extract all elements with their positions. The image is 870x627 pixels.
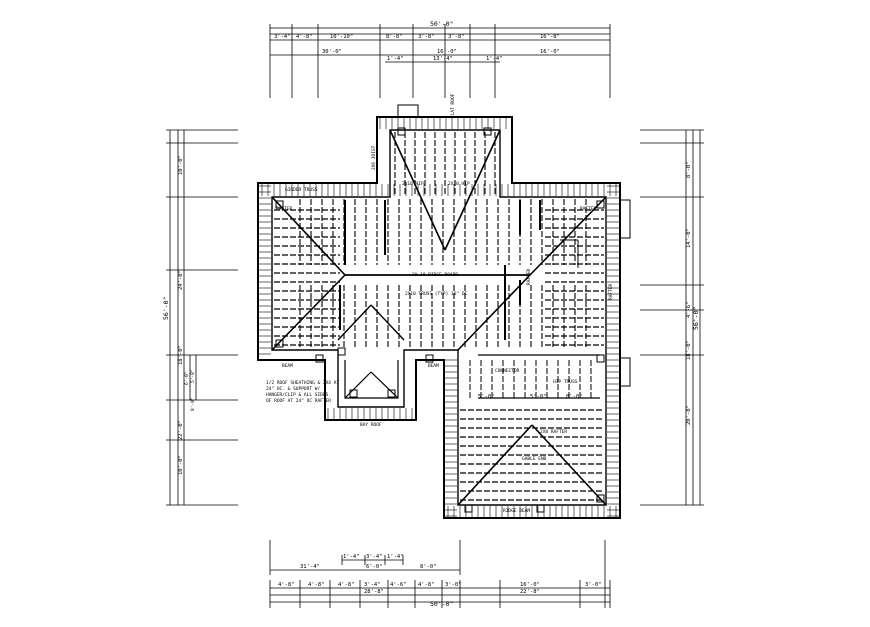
plan-labels: 2X 10 RIDGE BOARD 2X10 TRUSS (TYP) 16" O… [266,93,614,514]
note-c: CONNECTOR [495,368,520,374]
right-segment-dim: 4'-6" [686,301,692,318]
bottom-third-row-dim: 4'-6" [390,582,407,588]
bottom-top-row-dim: 1'-4" [343,554,360,560]
left-segment-dim: 10'-0" [178,155,184,175]
bottom-third-row-dim: 16'-0" [520,582,540,588]
bottom-third-row-dim: 4'-8" [278,582,295,588]
post-marker [596,200,605,209]
top-row1-dim: 10'-10" [330,34,353,40]
top-dimensions: 50'-0" 3'-4" 4'-8" 10'-10" 8'-8" 3'-8" 3'-8" 1… [269,20,611,98]
post-marker [337,347,346,356]
bearing-label-1: BEAM [282,363,293,369]
ridge-beam-label: RIDGE BEAM [503,508,530,514]
roof-outline [257,104,631,519]
porch-joist-label: 2X6 JOIST [371,145,377,170]
top-row3-dim: 13'-4" [433,56,453,62]
post-marker [387,389,396,398]
post-marker [596,354,605,363]
dim-5-0-a: 5'-0" [478,394,495,400]
bottom-third-row-dim: 4'-8" [418,582,435,588]
left-small-dim: 5'-8" [190,369,196,383]
left-segment-dim: 22'-0" [178,420,184,440]
bottom-dimensions: 1'-4" 3'-4" 1'-4" 31'-4" 6'-0" 8'-0" 4'-8" 4'… [269,540,611,608]
corner-label-2: RAFTER [580,206,597,212]
girder-label: GIRDER TRUSS [285,187,318,193]
left-small-dim: 6'-0" [184,371,190,385]
bottom-third-row-dim: 4'-8" [308,582,325,588]
post-marker [464,504,473,513]
bottom-fourth-row-dim: 28'-8" [364,589,384,595]
callout-line-1: 1/2 ROOF SHEATHING & 2X4 AT [266,380,339,386]
hip-label: 2X10 HIP [402,181,424,187]
bottom-second-row-dim: 31'-4" [300,564,320,570]
right-segment-dim: 18'-0" [686,340,692,360]
gable-label: GABLE END [522,456,547,462]
right-segment-dim: 20'-8" [686,405,692,425]
top-row1-dim: 3'-8" [448,34,465,40]
left-overall-dim: 56'-0" [162,297,170,320]
top-row1-dim: 4'-8" [296,34,313,40]
top-overall-dim: 50'-0" [430,20,453,28]
right-segment-dim: 14'-0" [686,228,692,248]
ridge-label: 2X 10 RIDGE BOARD [412,272,458,278]
post-marker [483,127,492,136]
top-row1-dim: 8'-8" [386,34,403,40]
bottom-top-row-dim: 3'-4" [366,554,383,560]
bay-label: BAY ROOF [360,422,382,428]
post-marker [275,200,284,209]
bottom-second-row-dim: 8'-0" [420,564,437,570]
bottom-third-row-dim: 3'-4" [364,582,381,588]
corner-label-4: RAFTER [526,268,532,285]
rafter-lines [259,118,619,517]
porch-roof-label: FLAT ROOF [450,93,456,118]
post-marker [315,354,324,363]
hip-label-2: 2X10 HIP [448,181,470,187]
top-row1-dim: 16'-8" [540,34,560,40]
bearing-label-2: BEAM [428,363,439,369]
bottom-top-row-dim: 1'-4" [387,554,404,560]
bottom-fourth-row-dim: 22'-8" [520,589,540,595]
left-segment-dim: 24'-0" [178,270,184,290]
callout-line-4: OF ROOF AT 24" OC RAFTER [266,398,331,404]
top-row1-dim: 3'-4" [274,34,291,40]
top-row3-dim: 1'-4" [486,56,503,62]
callout-line-3: HANGER/CLIP & ALL SIDES [266,392,329,398]
left-small-dim: 8'-8" [190,397,196,411]
post-marker [275,339,284,348]
bottom-overall-dim: 50'-0" [430,600,453,608]
bottom-third-row-dim: 4'-8" [338,582,355,588]
post-marker [397,127,406,136]
callout-note: 1/2 ROOF SHEATHING & 2X4 AT 24" OC. & SU… [266,380,339,404]
right-overall-dim: 56'-0" [692,307,700,330]
hip-ridge-lines [271,129,607,506]
post-marker [349,389,358,398]
callout-line-2: 24" OC. & SUPPORT W/ [266,386,320,392]
dim-5-0-b: 5'-0" [530,394,547,400]
post-marker [596,494,605,503]
corner-label-3: RAFTER [608,283,614,300]
bottom-third-row-dim: 3'-0" [445,582,462,588]
top-row2-dim: 16'-0" [437,49,457,55]
right-dimensions: 56'-0" 8'-0" 14'-0" 4'-6" 18'-0" 20'-8" [640,129,704,506]
bottom-third-row-dim: 3'-0" [585,582,602,588]
left-segment-dim: 18'-0" [178,345,184,365]
note-b: 2X8 RAFTER [540,429,567,435]
corner-label-1: RAFTER [276,206,293,212]
note-a: HIP TRUSS [553,379,578,385]
top-row2-dim: 16'-0" [540,49,560,55]
dim-8-0: 8'-0" [566,394,583,400]
top-row3-dim: 1'-4" [387,56,404,62]
bottom-second-row-dim: 6'-0" [366,564,383,570]
corner-posts [275,127,605,513]
truss-label: 2X10 TRUSS (TYP) 16" OC [405,291,468,297]
left-dimensions: 56'-0" 10'-0" 24'-0" 18'-0" 22'-0" 10'-0" 6'… [162,129,238,506]
left-segment-dim: 10'-0" [178,455,184,475]
post-marker [536,504,545,513]
post-marker [425,354,434,363]
right-segment-dim: 8'-0" [686,161,692,178]
top-row2-dim: 30'-0" [322,49,342,55]
top-row1-dim: 3'-8" [418,34,435,40]
